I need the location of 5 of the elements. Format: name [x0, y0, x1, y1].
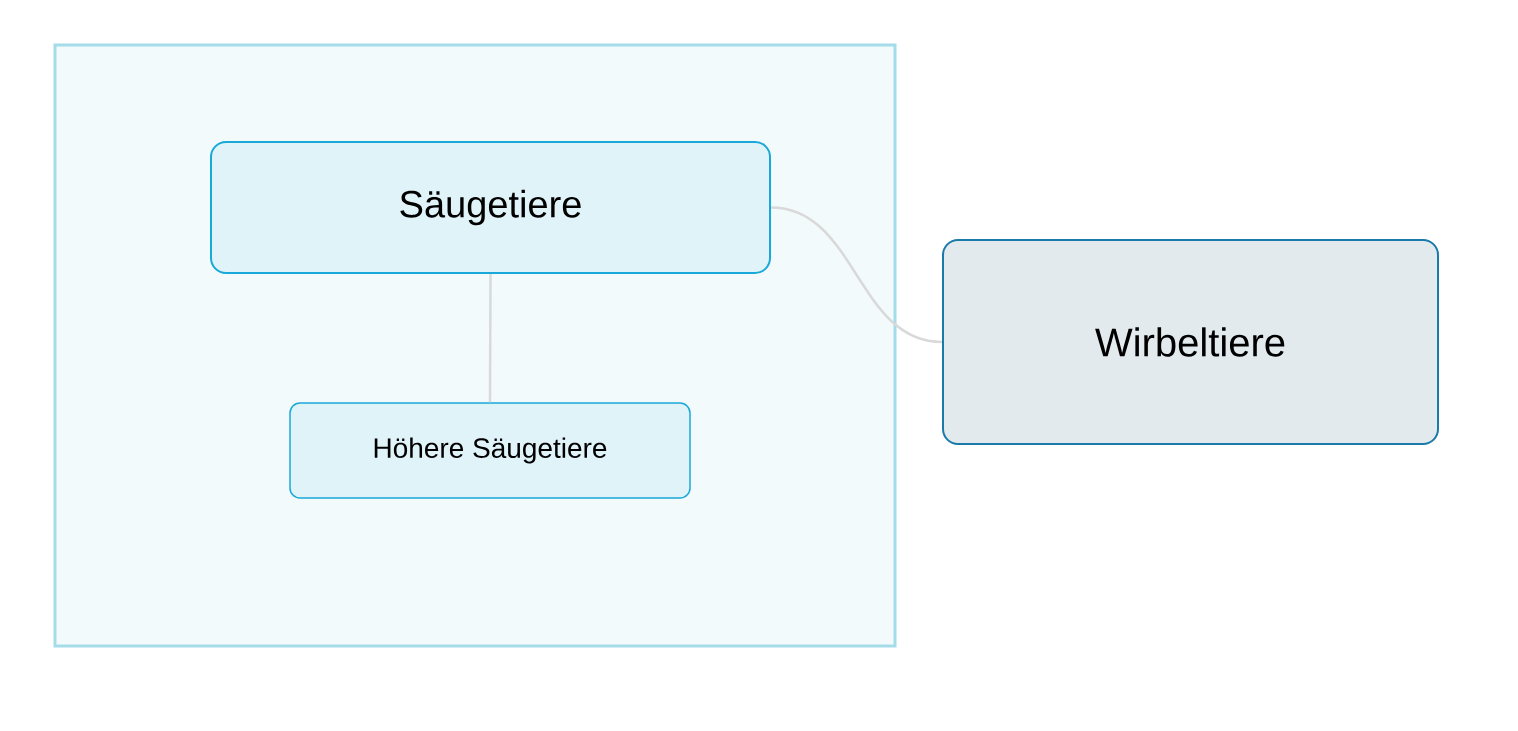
connector-line [770, 206, 943, 344]
node-box: Wirbeltiere [942, 239, 1439, 445]
nested-box: Säugetiere [210, 141, 771, 274]
nested-box: Höhere Säugetiere [289, 402, 691, 499]
connector-line [488, 274, 492, 403]
